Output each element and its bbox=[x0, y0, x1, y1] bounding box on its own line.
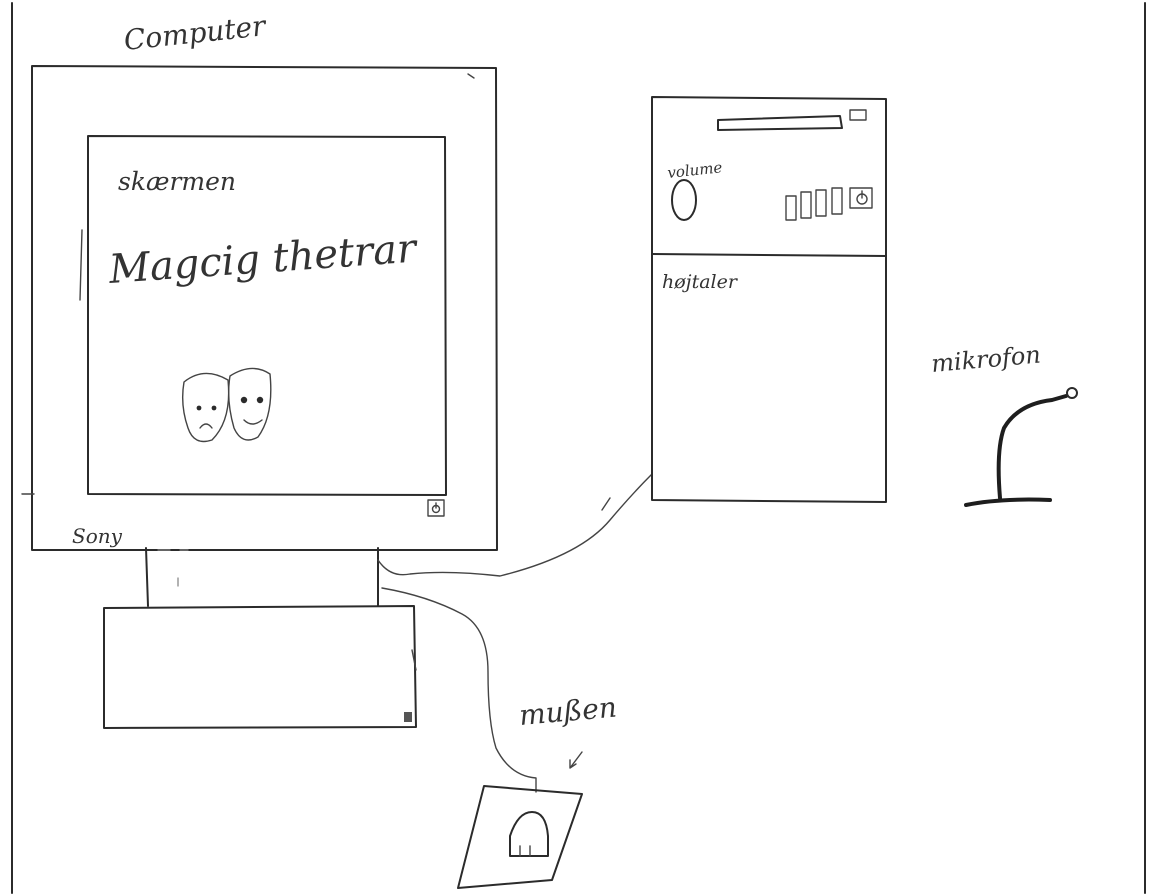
mask-eye bbox=[197, 406, 202, 411]
speaker-label: højtaler bbox=[662, 271, 739, 293]
monitor-stand bbox=[146, 548, 378, 606]
volume-knob bbox=[672, 180, 696, 220]
mask-eye bbox=[257, 397, 263, 403]
power-icon bbox=[428, 500, 444, 516]
cables bbox=[378, 474, 652, 792]
mask-eye bbox=[212, 406, 217, 411]
screen-title: Magcig thetrar bbox=[106, 225, 420, 293]
mouse-pad bbox=[458, 786, 582, 888]
computer-label: Computer bbox=[122, 9, 268, 57]
microphone-label: mikrofon bbox=[930, 341, 1042, 378]
brand-label: Sony bbox=[72, 524, 123, 548]
theatre-masks-icon bbox=[183, 368, 271, 441]
computer-base bbox=[104, 606, 416, 728]
microphone: mikrofon bbox=[930, 341, 1077, 505]
mask-eye bbox=[241, 397, 247, 403]
speaker-power-icon bbox=[850, 188, 872, 208]
monitor-screen: skærmen Magcig thetrar bbox=[80, 136, 446, 495]
mouse-label: mußen bbox=[518, 691, 618, 732]
screen-label: skærmen bbox=[118, 167, 236, 196]
mouse: mußen bbox=[458, 691, 618, 888]
volume-label: volume bbox=[667, 158, 724, 182]
speaker: volume højtaler bbox=[652, 97, 886, 502]
speaker-buttons bbox=[786, 188, 842, 220]
